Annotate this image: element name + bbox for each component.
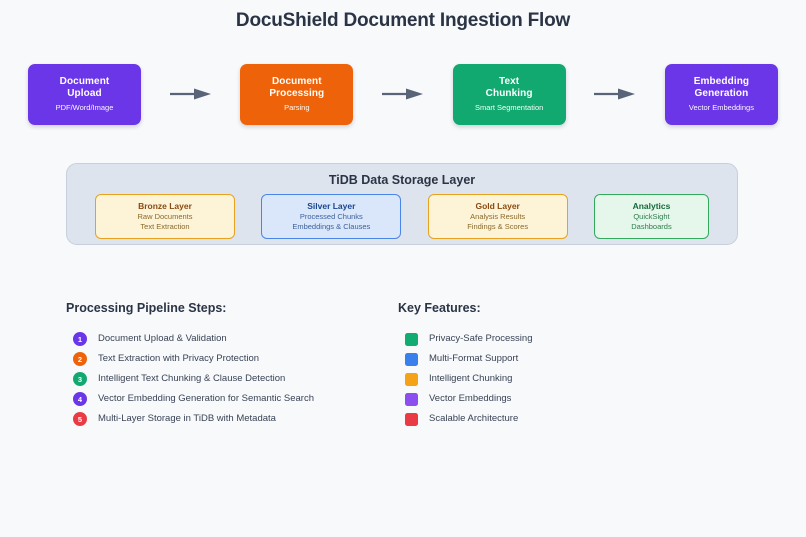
feature-color-swatch (405, 352, 418, 366)
key-features-column: Key Features: Privacy-Safe Processing Mu… (398, 301, 728, 429)
arrow-right-icon (594, 88, 636, 100)
feature-color-swatch (405, 332, 418, 346)
layer-line-2: Embeddings & Clauses (292, 222, 371, 231)
storage-layer-row: Bronze Layer Raw Documents Text Extracti… (67, 187, 737, 239)
feature-label: Multi-Format Support (429, 353, 519, 364)
flow-arrow-3 (592, 87, 638, 101)
flow-step-subtitle: Parsing (284, 102, 310, 112)
feature-label: Vector Embeddings (429, 393, 512, 404)
layer-title: Silver Layer (307, 200, 356, 211)
storage-layer-gold[interactable]: Gold Layer Analysis Results Findings & S… (427, 194, 568, 239)
layer-line-2: Dashboards (631, 222, 672, 231)
arrow-right-icon (169, 88, 211, 100)
step-number-badge: 4 (73, 392, 87, 406)
feature-item-vector-embeddings[interactable]: Vector Embeddings (398, 389, 728, 409)
feature-item-scalable-architecture[interactable]: Scalable Architecture (398, 409, 728, 429)
layer-title: Bronze Layer (138, 200, 192, 211)
flow-step-subtitle: Smart Segmentation (474, 102, 544, 112)
flow-step-title-line1: Text (499, 75, 520, 87)
step-number-badge: 5 (73, 412, 87, 426)
flow-step-title-line1: Document (59, 75, 110, 87)
arrow-right-icon (381, 88, 423, 100)
flow-step-title-line2: Upload (67, 88, 102, 99)
pipeline-step-5[interactable]: 5 Multi-Layer Storage in TiDB with Metad… (66, 409, 396, 429)
flow-step-text-chunking[interactable]: Text Chunking Smart Segmentation (452, 63, 566, 125)
page-title: DocuShield Document Ingestion Flow (235, 10, 571, 31)
ingestion-flow-row: Document Upload PDF/Word/Image Document … (28, 63, 778, 125)
layer-line-1: QuickSight (633, 211, 670, 221)
pipeline-step-2[interactable]: 2 Text Extraction with Privacy Protectio… (66, 349, 396, 369)
step-number-badge: 2 (73, 352, 87, 366)
flow-step-document-upload[interactable]: Document Upload PDF/Word/Image (28, 63, 141, 125)
flow-step-subtitle: Vector Embeddings (688, 102, 754, 112)
flow-step-title: Document Upload (60, 76, 110, 101)
step-label: Multi-Layer Storage in TiDB with Metadat… (98, 413, 276, 424)
step-label: Text Extraction with Privacy Protection (98, 353, 260, 364)
feature-color-swatch (405, 412, 418, 426)
layer-line-2: Findings & Scores (467, 222, 529, 231)
feature-color-swatch (405, 372, 418, 386)
flow-step-title-line2: Processing (269, 88, 325, 99)
step-number-badge: 1 (73, 332, 87, 346)
feature-color-swatch (405, 392, 418, 406)
layer-line-1: Analysis Results (470, 211, 526, 221)
flow-step-title-line1: Embedding (693, 75, 750, 87)
layer-line-2: Text Extraction (140, 222, 190, 231)
pipeline-step-1[interactable]: 1 Document Upload & Validation (66, 329, 396, 349)
flow-step-title: Embedding Generation (694, 76, 749, 101)
storage-layer-bronze[interactable]: Bronze Layer Raw Documents Text Extracti… (95, 194, 235, 239)
storage-panel-title: TiDB Data Storage Layer (328, 173, 476, 187)
key-features-heading: Key Features: (398, 301, 481, 315)
flow-step-document-processing[interactable]: Document Processing Parsing (240, 63, 354, 125)
layer-line-1: Raw Documents (137, 211, 193, 221)
flow-step-title: Document Processing (269, 76, 324, 101)
flow-step-title-line2: Generation (694, 88, 749, 99)
feature-label: Privacy-Safe Processing (429, 333, 533, 344)
pipeline-step-3[interactable]: 3 Intelligent Text Chunking & Clause Det… (66, 369, 396, 389)
tidb-storage-panel: TiDB Data Storage Layer Bronze Layer Raw… (66, 163, 738, 245)
layer-title: Gold Layer (475, 200, 520, 211)
flow-step-embedding-generation[interactable]: Embedding Generation Vector Embeddings (664, 63, 778, 125)
storage-layer-analytics[interactable]: Analytics QuickSight Dashboards (593, 194, 709, 239)
layer-title: Analytics (632, 200, 671, 211)
flow-step-subtitle: PDF/Word/Image (55, 102, 114, 112)
feature-item-multi-format-support[interactable]: Multi-Format Support (398, 349, 728, 369)
step-label: Document Upload & Validation (98, 333, 227, 344)
step-label: Intelligent Text Chunking & Clause Detec… (98, 373, 286, 384)
flow-arrow-1 (168, 87, 214, 101)
step-number-badge: 3 (73, 372, 87, 386)
layer-line-1: Processed Chunks (299, 211, 363, 221)
step-label: Vector Embedding Generation for Semantic… (98, 393, 314, 404)
feature-label: Scalable Architecture (429, 413, 519, 424)
pipeline-step-4[interactable]: 4 Vector Embedding Generation for Semant… (66, 389, 396, 409)
feature-item-privacy-safe-processing[interactable]: Privacy-Safe Processing (398, 329, 728, 349)
flow-step-title: Text Chunking (486, 76, 533, 101)
flow-step-title-line2: Chunking (485, 88, 533, 99)
pipeline-steps-heading: Processing Pipeline Steps: (66, 301, 227, 315)
feature-label: Intelligent Chunking (429, 373, 513, 384)
flow-step-title-line1: Document (271, 75, 322, 87)
flow-arrow-2 (380, 87, 426, 101)
pipeline-steps-column: Processing Pipeline Steps: 1 Document Up… (66, 301, 396, 429)
storage-layer-silver[interactable]: Silver Layer Processed Chunks Embeddings… (261, 194, 402, 239)
feature-item-intelligent-chunking[interactable]: Intelligent Chunking (398, 369, 728, 389)
